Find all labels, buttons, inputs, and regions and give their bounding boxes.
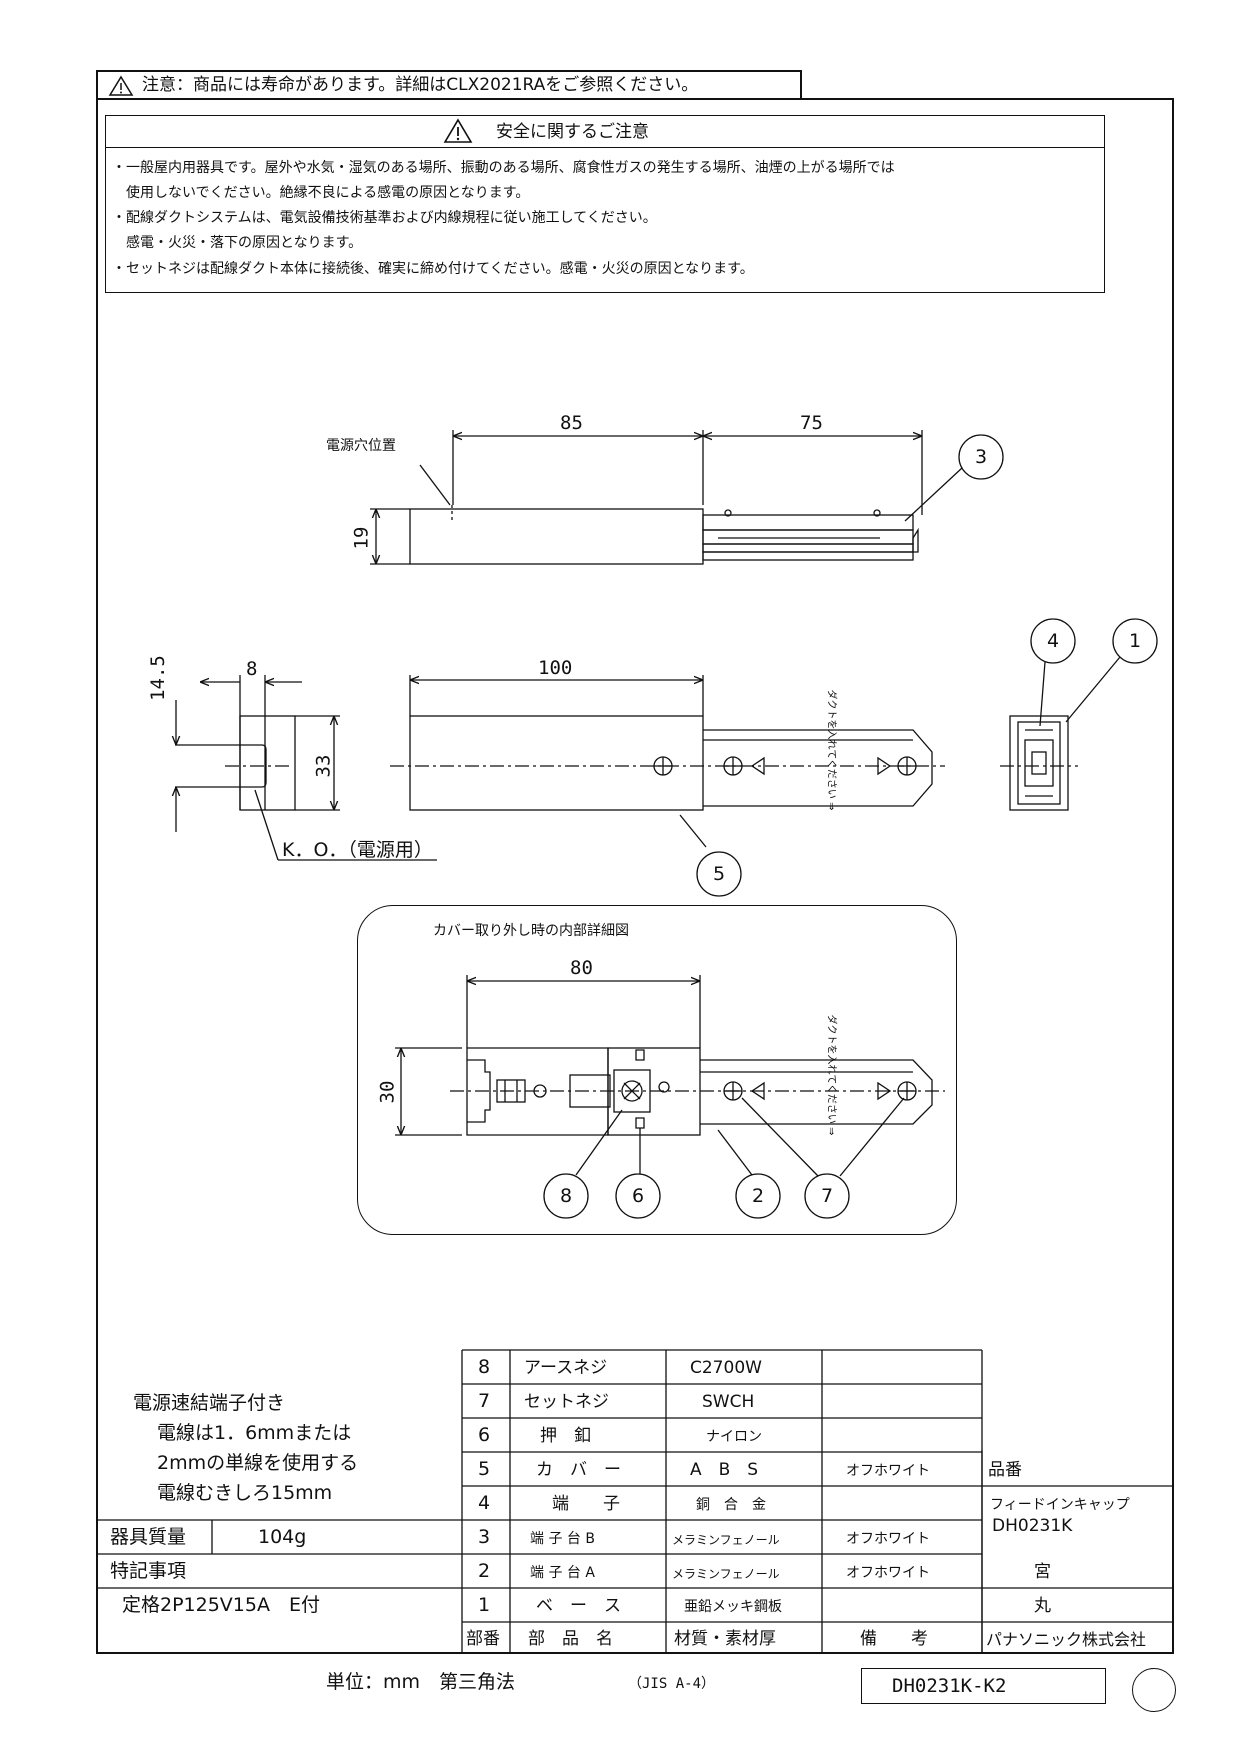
dim-label: 14.5 [146,655,169,701]
part-material: 亜鉛メッキ鋼板 [684,1599,782,1615]
part-no: 3 [478,1526,491,1548]
part-name: ベ ー ス [536,1596,621,1616]
part-name: 端 子 [552,1494,620,1514]
unit-label: 単位：mm 第三角法 [326,1671,516,1693]
detail-title: カバー取り外し時の内部詳細図 [433,923,629,939]
part-remark: オフホワイト [846,1531,930,1547]
weight-label: 器具質量 [110,1526,187,1548]
dim-label: 8 [246,658,258,680]
safety-header: 安全に関するご注意 [106,116,1104,148]
part-name: 端 子 台 A [530,1565,595,1581]
dim-label: 19 [350,526,373,550]
part-material: メラミンフェノール [672,1567,780,1581]
safety-title: 安全に関するご注意 [496,122,649,142]
safety-line: 使用しないでください。絶縁不良による感電の原因となります。 [112,185,530,201]
weight-value: 104g [258,1526,307,1548]
special-label: 特記事項 [110,1560,187,1582]
dim-label: 80 [570,957,593,979]
part-remark: オフホワイト [846,1463,930,1479]
callout-number: 1 [1129,630,1142,652]
ko-label: K．O．（電源用） [282,839,433,861]
safety-line: ・配線ダクトシステムは、電気設備技術基準および内線規程に従い施工してください。 [112,210,657,226]
part-name: セットネジ [524,1392,609,1412]
part-name: カ バ ー [536,1460,621,1480]
header-no: 部番 [466,1629,500,1649]
header-material: 材質・素材厚 [674,1629,776,1649]
doc-number: DH0231K-K2 [892,1675,1007,1697]
callout-number: 4 [1047,630,1060,652]
caution-banner: 注意：商品には寿命があります。詳細はCLX2021RAをご参照ください。 [96,70,802,98]
part-name: 押 釦 [540,1426,591,1446]
part-no: 6 [478,1424,491,1446]
part-no: 8 [478,1356,491,1378]
dim-label: 33 [312,754,335,778]
callout-number: 2 [752,1185,765,1207]
warning-icon [108,75,134,96]
caution-text: 注意：商品には寿命があります。詳細はCLX2021RAをご参照ください。 [142,75,699,95]
doc-number-box: DH0231K-K2 [861,1668,1106,1704]
product-label: 品番 [988,1460,1022,1480]
warning-icon [443,118,473,143]
part-material: C2700W [690,1358,762,1378]
approval-stamp: 宮 [1034,1562,1051,1582]
part-no: 1 [478,1594,491,1616]
product-name: フィードインキャップ [990,1497,1130,1513]
note-line: 2mmの単線を使用する [157,1452,359,1474]
note-line: 電源速結端子付き [133,1392,286,1414]
note-line: 電線は1．6mmまたは [157,1422,352,1444]
approval-stamp: 丸 [1034,1596,1051,1616]
callout-number: 6 [632,1185,645,1207]
revision-circle [1132,1668,1176,1712]
dim-label: 30 [376,1080,399,1104]
dim-label: 85 [560,412,583,434]
side-view [175,675,437,861]
safety-line: 感電・火災・落下の原因となります。 [112,235,363,251]
callout-number: 7 [821,1185,834,1207]
part-material: 銅 合 金 [696,1497,766,1513]
part-material: A B S [690,1460,759,1480]
header-name: 部 品 名 [528,1629,613,1649]
title-block-grid [96,1349,1174,1654]
part-no: 2 [478,1560,491,1582]
insert-label: ダクトを入れてください ⇒ [825,689,837,811]
part-name: アースネジ [524,1358,608,1378]
part-name: 端 子 台 B [530,1531,595,1547]
part-remark: オフホワイト [846,1565,930,1581]
header-remark: 備 考 [860,1629,928,1649]
callout-number: 3 [975,446,988,468]
front-view [390,675,945,897]
top-view [370,430,1004,565]
part-no: 4 [478,1492,491,1514]
company-name: パナソニック株式会社 [986,1630,1147,1649]
special-value: 定格2P125V15A E付 [122,1594,320,1616]
part-material: メラミンフェノール [672,1533,780,1547]
safety-line: ・セットネジは配線ダクト本体に接続後、確実に締め付けてください。感電・火災の原因… [112,261,754,277]
part-material: ナイロン [706,1429,762,1445]
callout-number: 5 [713,863,726,885]
safety-notice: 安全に関するご注意 ・一般屋内用器具です。屋外や水気・湿気のある場所、振動のある… [105,115,1105,293]
dim-label: 75 [800,412,823,434]
part-no: 7 [478,1390,491,1412]
note-line: 電線むきしろ15mm [157,1482,333,1504]
power-hole-label: 電源穴位置 [326,438,396,454]
dim-label: 100 [538,657,573,679]
part-no: 5 [478,1458,491,1480]
detail-view [395,975,945,1219]
safety-line: ・一般屋内用器具です。屋外や水気・湿気のある場所、振動のある場所、腐食性ガスの発… [112,160,895,176]
outer-frame [96,98,1174,1654]
part-material: SWCH [702,1392,755,1412]
standard-label: （JIS A-4） [628,1676,716,1692]
detail-frame [357,905,957,1235]
callout-number: 8 [560,1185,573,1207]
product-code: DH0231K [992,1516,1073,1536]
end-view [1000,618,1158,811]
